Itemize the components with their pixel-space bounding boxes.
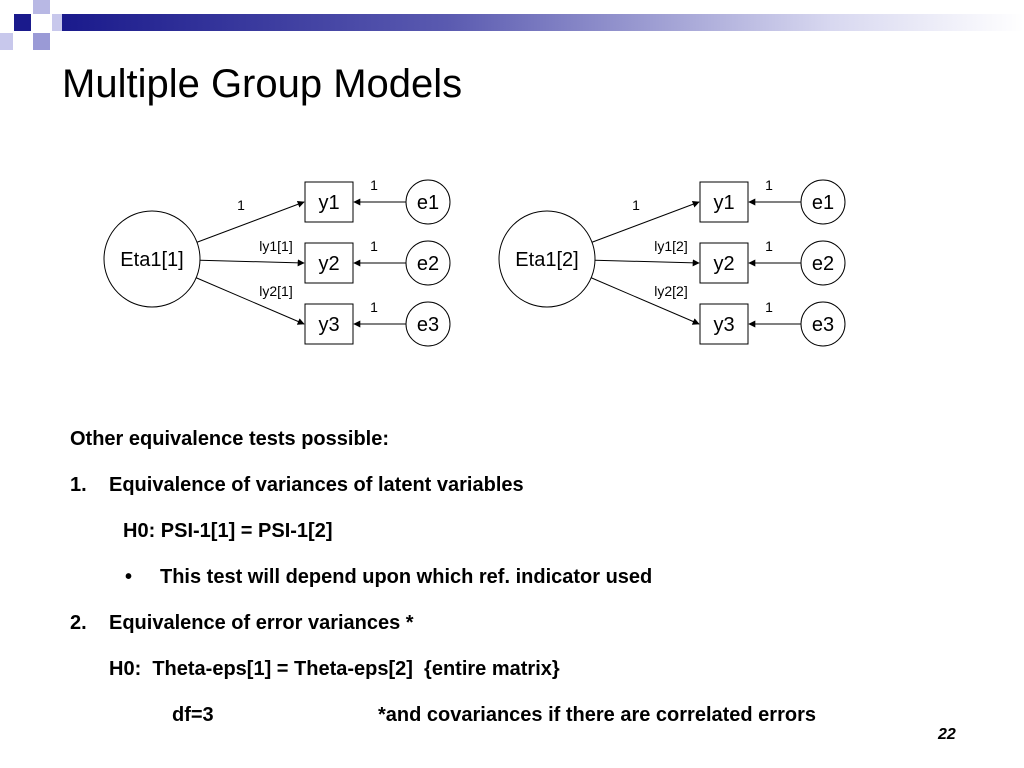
error-path-label: 1: [765, 238, 773, 254]
indicator-box: [304, 181, 354, 223]
error-path-label: 1: [765, 177, 773, 193]
corner-square-dark-1: [14, 14, 31, 31]
loading-path: [594, 259, 700, 267]
slide-title: Multiple Group Models: [62, 62, 463, 106]
loading-label: ly1[2]: [654, 238, 687, 254]
item2-note: *and covariances if there are correlated…: [378, 704, 816, 726]
error-label: e1: [812, 192, 834, 214]
loading-path: [196, 200, 305, 243]
loading-label: ly2[2]: [654, 283, 687, 299]
loading-path: [199, 259, 305, 267]
error-label: e2: [417, 253, 439, 275]
loading-path: [590, 277, 700, 325]
corner-square-dark-2: [0, 33, 13, 50]
latent-circle: [498, 210, 596, 308]
indicator-box: [304, 303, 354, 345]
loading-label: ly2[1]: [259, 283, 292, 299]
error-label: e2: [812, 253, 834, 275]
group-1: Eta1[1] 1 y1 e1 1 ly1[1] y2 e2 1 ly2[1] y3 e3 1: [103, 177, 451, 347]
indicator-box: [699, 181, 749, 223]
error-label: e3: [812, 314, 834, 336]
page-number: 22: [938, 726, 956, 743]
header-bar: [62, 14, 1024, 31]
item2-df: df=3: [172, 704, 214, 726]
indicator-label: y3: [713, 314, 734, 336]
corner-square-light-1: [33, 0, 50, 14]
item1-text: Equivalence of variances of latent varia…: [109, 474, 524, 496]
indicator-box: [699, 242, 749, 284]
item1-h0: H0: PSI-1[1] = PSI-1[2]: [123, 520, 333, 542]
latent-label: Eta1[1]: [120, 249, 183, 271]
indicator-label: y2: [713, 253, 734, 275]
item1-bullet-symbol: •: [125, 566, 133, 588]
error-path-label: 1: [765, 299, 773, 315]
item1-bullet-text: This test will depend upon which ref. in…: [160, 566, 653, 588]
error-path-label: 1: [370, 177, 378, 193]
loading-path: [195, 277, 305, 325]
indicator-label: y2: [318, 253, 339, 275]
loading-label: 1: [632, 197, 640, 213]
latent-label: Eta1[2]: [515, 249, 578, 271]
item2-h0: H0: Theta-eps[1] = Theta-eps[2] {entire …: [109, 658, 560, 680]
indicator-box: [699, 303, 749, 345]
indicator-box: [304, 242, 354, 284]
error-path-label: 1: [370, 299, 378, 315]
item1-number: 1.: [70, 474, 87, 496]
indicator-label: y1: [318, 192, 339, 214]
loading-label: ly1[1]: [259, 238, 292, 254]
error-path-label: 1: [370, 238, 378, 254]
loading-label: 1: [237, 197, 245, 213]
item2-number: 2.: [70, 612, 87, 634]
error-label: e3: [417, 314, 439, 336]
corner-square-light-2: [33, 33, 50, 50]
content-heading: Other equivalence tests possible:: [70, 428, 389, 450]
group-2: Eta1[2] 1 y1 e1 1 ly1[2] y2 e2 1 ly2[2] y3 e3 1: [498, 177, 846, 347]
item2-text: Equivalence of error variances *: [109, 612, 414, 634]
indicator-label: y3: [318, 314, 339, 336]
loading-path: [591, 200, 700, 243]
error-label: e1: [417, 192, 439, 214]
indicator-label: y1: [713, 192, 734, 214]
latent-circle: [103, 210, 201, 308]
